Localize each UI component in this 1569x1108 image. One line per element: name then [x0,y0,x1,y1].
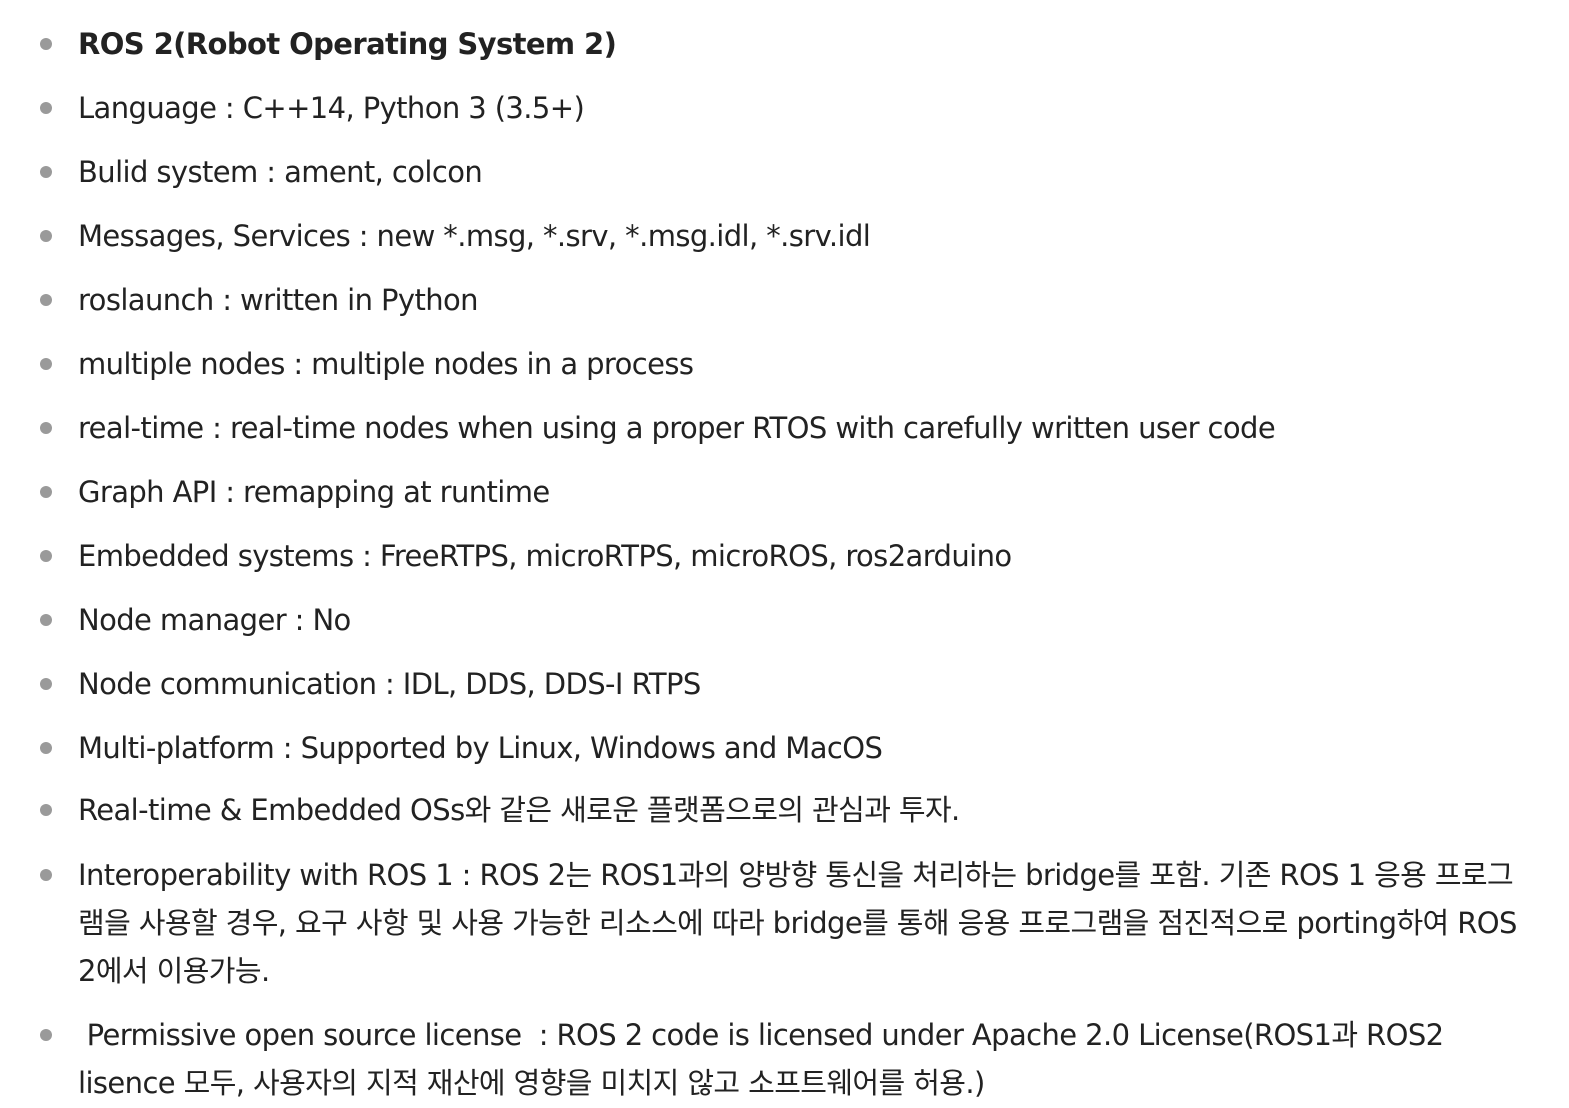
list-item: Node communication : IDL, DDS, DDS-I RTP… [40,660,1538,708]
list-item-text: Real-time & Embedded OSs와 같은 새로운 플랫폼으로의 … [78,793,960,827]
bullet-dot-icon [40,550,52,562]
list-item: Real-time & Embedded OSs와 같은 새로운 플랫폼으로의 … [40,786,1538,834]
bullet-dot-icon [40,102,52,114]
list-item: roslaunch : written in Python [40,276,1538,324]
list-item: Node manager : No [40,596,1538,644]
list-item: Language : C++14, Python 3 (3.5+) [40,84,1538,132]
list-item-text: Messages, Services : new *.msg, *.srv, *… [78,219,871,253]
list-item-text: Embedded systems : FreeRTPS, microRTPS, … [78,539,1012,573]
list-item: Interoperability with ROS 1 : ROS 2는 ROS… [40,851,1538,995]
list-item-text: Permissive open source license : ROS 2 c… [78,1018,1453,1100]
list-item: Multi-platform : Supported by Linux, Win… [40,724,1538,772]
bullet-dot-icon [40,294,52,306]
list-item: ROS 2(Robot Operating System 2) [40,20,1538,68]
list-item-text: Node manager : No [78,603,351,637]
bullet-dot-icon [40,614,52,626]
list-item: multiple nodes : multiple nodes in a pro… [40,340,1538,388]
list-item: real-time : real-time nodes when using a… [40,404,1538,452]
list-item: Graph API : remapping at runtime [40,468,1538,516]
bullet-dot-icon [40,486,52,498]
list-item: Embedded systems : FreeRTPS, microRTPS, … [40,532,1538,580]
bullet-dot-icon [40,1029,52,1041]
list-item-text: Graph API : remapping at runtime [78,475,550,509]
list-item-text: Multi-platform : Supported by Linux, Win… [78,731,883,765]
list-item-text: ROS 2(Robot Operating System 2) [78,27,617,61]
bullet-dot-icon [40,230,52,242]
list-item-text: roslaunch : written in Python [78,283,479,317]
bullet-dot-icon [40,804,52,816]
bullet-dot-icon [40,422,52,434]
list-item: Messages, Services : new *.msg, *.srv, *… [40,212,1538,260]
list-item-text: multiple nodes : multiple nodes in a pro… [78,347,694,381]
list-item-text: Interoperability with ROS 1 : ROS 2는 ROS… [78,858,1517,988]
list-item-text: Language : C++14, Python 3 (3.5+) [78,91,585,125]
list-item-text: Bulid system : ament, colcon [78,155,483,189]
bullet-dot-icon [40,742,52,754]
list-item-text: real-time : real-time nodes when using a… [78,411,1276,445]
list-item: Bulid system : ament, colcon [40,148,1538,196]
list-item: Permissive open source license : ROS 2 c… [40,1011,1538,1107]
bullet-dot-icon [40,869,52,881]
bullet-dot-icon [40,678,52,690]
bullet-dot-icon [40,358,52,370]
list-item-text: Node communication : IDL, DDS, DDS-I RTP… [78,667,701,701]
bullet-dot-icon [40,38,52,50]
bullet-dot-icon [40,166,52,178]
